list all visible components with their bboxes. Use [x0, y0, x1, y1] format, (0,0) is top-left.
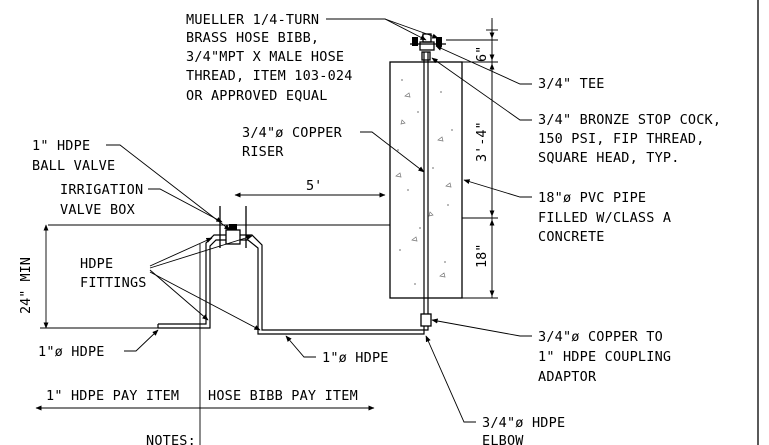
svg-text:BALL VALVE: BALL VALVE — [32, 158, 115, 174]
hdpe-left-label: 1"ø HDPE — [38, 344, 105, 360]
pvc-label: 18"ø PVC PIPE FILLED W/CLASS A CONCRETE — [538, 190, 671, 245]
svg-text:3/4"ø COPPER: 3/4"ø COPPER — [242, 125, 343, 141]
notes-heading: NOTES: — [146, 433, 196, 445]
svg-text:3/4"ø HDPE: 3/4"ø HDPE — [482, 415, 565, 431]
svg-text:THREAD, ITEM 103-024: THREAD, ITEM 103-024 — [186, 68, 353, 84]
riser-leader — [360, 131, 425, 173]
tee-leader — [435, 45, 532, 85]
dim-5ft: 5' — [306, 178, 322, 194]
svg-text:ELBOW: ELBOW — [482, 433, 524, 445]
coupling-adaptor — [420, 313, 432, 327]
pvc-leader — [463, 179, 532, 198]
coupling-label: 3/4"ø COPPER TO 1" HDPE COUPLING ADAPTOR — [538, 329, 671, 385]
dim-6in: 6" — [474, 46, 490, 62]
tee-label: 3/4" TEE — [538, 76, 605, 92]
hdpe-mid-leader — [285, 335, 316, 358]
riser-label: 3/4"ø COPPER RISER — [242, 125, 343, 160]
svg-text:3/4"MPT X MALE HOSE: 3/4"MPT X MALE HOSE — [186, 49, 344, 65]
ball-valve-handle — [229, 224, 237, 230]
dim-18in: 18" — [474, 244, 490, 268]
hdpe-mid-label: 1"ø HDPE — [322, 350, 389, 366]
valve-box-label: IRRIGATION VALVE BOX — [60, 182, 143, 218]
svg-text:IRRIGATION: IRRIGATION — [60, 182, 143, 198]
stopcock-leader — [431, 57, 532, 121]
svg-text:ADAPTOR: ADAPTOR — [538, 369, 597, 385]
svg-text:1" HDPE COUPLING: 1" HDPE COUPLING — [538, 349, 671, 365]
valve-box-leader — [148, 188, 223, 223]
fittings-leader-3 — [149, 269, 209, 321]
hdpe-left-leader — [124, 329, 159, 352]
ball-valve-leader — [106, 144, 231, 231]
bibb-leader — [326, 18, 427, 41]
svg-text:FITTINGS: FITTINGS — [80, 275, 147, 291]
fittings-leader-2 — [149, 235, 253, 269]
svg-text:VALVE BOX: VALVE BOX — [60, 202, 135, 218]
svg-text:HDPE: HDPE — [80, 256, 113, 272]
bibb-label: MUELLER 1/4-TURN BRASS HOSE BIBB, 3/4"MP… — [186, 12, 353, 104]
pvc-pipe — [389, 61, 463, 299]
fittings-label: HDPE FITTINGS — [80, 256, 147, 291]
elbow-leader — [425, 335, 476, 423]
stopcock-label: 3/4" BRONZE STOP COCK, 150 PSI, FIP THRE… — [538, 112, 721, 166]
svg-text:1" HDPE: 1" HDPE — [32, 138, 90, 154]
ball-valve-label: 1" HDPE BALL VALVE — [32, 138, 115, 174]
hdpe-pipe-left-outer — [158, 239, 226, 329]
bibb-leader-2 — [384, 18, 439, 39]
svg-text:3/4"ø COPPER TO: 3/4"ø COPPER TO — [538, 329, 663, 345]
elbow-label: 3/4"ø HDPE ELBOW — [482, 415, 565, 445]
dim-24-min: 24" MIN — [18, 257, 34, 314]
svg-text:FILLED W/CLASS A: FILLED W/CLASS A — [538, 210, 671, 226]
pay-right-label: HOSE BIBB PAY ITEM — [208, 388, 358, 404]
pay-left-label: 1" HDPE PAY ITEM — [46, 388, 179, 404]
hdpe-pipe-left-inner — [158, 234, 226, 325]
svg-text:18"ø PVC PIPE: 18"ø PVC PIPE — [538, 190, 646, 206]
svg-text:CONCRETE: CONCRETE — [538, 229, 605, 245]
svg-text:RISER: RISER — [242, 144, 284, 160]
svg-text:150 PSI, FIP THREAD,: 150 PSI, FIP THREAD, — [538, 131, 705, 147]
hdpe-pipe-inner — [240, 234, 429, 331]
svg-text:MUELLER 1/4-TURN: MUELLER 1/4-TURN — [186, 12, 319, 28]
concrete-hatch — [395, 79, 453, 285]
svg-text:3/4" BRONZE STOP COCK,: 3/4" BRONZE STOP COCK, — [538, 112, 721, 128]
hdpe-pipe-outer — [240, 239, 425, 335]
fittings-leader-4 — [149, 271, 261, 331]
fittings-leader-1 — [149, 237, 213, 267]
coupling-leader — [431, 318, 532, 337]
svg-text:BRASS HOSE BIBB,: BRASS HOSE BIBB, — [186, 30, 319, 46]
svg-text:OR APPROVED EQUAL: OR APPROVED EQUAL — [186, 88, 328, 104]
dim-3ft-4in: 3'-4" — [474, 121, 490, 162]
svg-text:SQUARE HEAD, TYP.: SQUARE HEAD, TYP. — [538, 150, 680, 166]
